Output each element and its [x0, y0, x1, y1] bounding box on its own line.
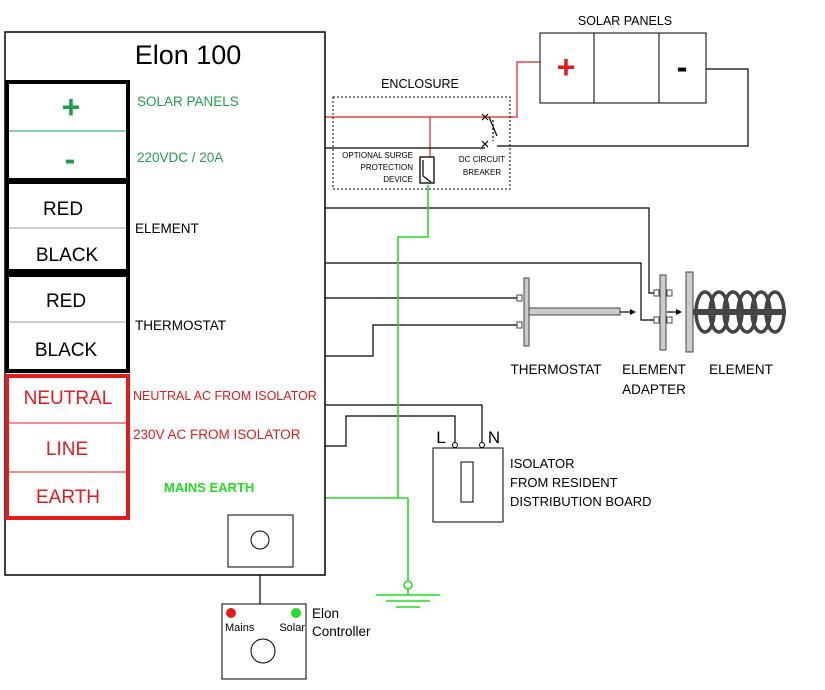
element-adapter: ELEMENT ADAPTER: [622, 274, 686, 397]
mains-led-icon: [226, 608, 236, 618]
solar-led-icon: [291, 608, 301, 618]
thermostat-terminal-block: [5, 273, 130, 373]
adapter-terminal: [666, 316, 673, 324]
terminal-solar-plus: +: [62, 89, 81, 125]
coil-loop: [764, 290, 786, 334]
terminal-solar-minus: -: [65, 141, 76, 177]
terminal-element-red: RED: [43, 199, 83, 220]
element-coil: [694, 290, 786, 334]
isolator-label-3: DISTRIBUTION BOARD: [510, 494, 652, 509]
unit-title: Elon 100: [135, 40, 242, 70]
solar-minus-terminal: -: [677, 49, 688, 85]
isolator: L N ISOLATOR FROM RESIDENT DISTRIBUTION …: [432, 428, 652, 523]
element-label: ELEMENT: [709, 362, 773, 377]
adapter-label-1: ELEMENT: [622, 362, 686, 377]
isolator-terminal-l: [452, 442, 458, 448]
terminal-thermo-black: BLACK: [35, 340, 98, 361]
surge-label-3: DEVICE: [383, 175, 413, 184]
thermostat-label: THERMOSTAT: [511, 362, 602, 377]
enclosure: ENCLOSURE OPTIONAL SURGE PROTECTION DEVI…: [332, 77, 511, 190]
label-vdc-rating: 220VDC / 20A: [137, 150, 223, 165]
arrow-icon: [630, 309, 636, 315]
thermostat-terminal: [516, 294, 523, 302]
ground-node: [403, 580, 413, 590]
coil-loop: [708, 290, 730, 334]
terminal-thermo-red: RED: [46, 291, 86, 312]
isolator-terminal-n: [479, 442, 485, 448]
solar-led-label: Solar: [279, 622, 305, 634]
adapter-terminal: [653, 289, 660, 297]
elon-unit: Elon 100 + - RED BLACK RED BLACK NEUTRAL…: [4, 31, 326, 576]
label-solar-panels: SOLAR PANELS: [137, 94, 239, 109]
controller-port-jack: [250, 530, 270, 550]
breaker-switch-arm: [488, 116, 498, 137]
solar-panels: SOLAR PANELS + -: [539, 14, 707, 104]
adapter-label-2: ADAPTER: [622, 382, 686, 397]
coil-loop: [750, 290, 772, 334]
wire-element-red: [128, 207, 655, 294]
ac-terminal-block: [5, 374, 130, 520]
isolator-l-label: L: [436, 428, 445, 447]
controller-knob[interactable]: [250, 638, 276, 664]
solar-panels-title: SOLAR PANELS: [578, 14, 672, 28]
isolator-switch: [460, 461, 474, 503]
controller-name-2: Controller: [312, 624, 371, 639]
dc-circuit-breaker: [481, 113, 498, 148]
terminal-neutral: NEUTRAL: [24, 388, 113, 409]
mains-led-label: Mains: [225, 622, 255, 634]
arrow-icon: [676, 309, 682, 315]
label-thermostat-wire: THERMOSTAT: [135, 318, 226, 333]
breaker-label-1: DC CIRCUIT: [459, 155, 505, 164]
terminal-element-black: BLACK: [36, 245, 99, 266]
surge-varistor-symbol: [422, 160, 432, 183]
adapter-body: [659, 274, 667, 351]
breaker-label-2: BREAKER: [463, 168, 501, 177]
enclosure-title: ENCLOSURE: [381, 77, 459, 91]
wire-element-black: [128, 262, 655, 321]
coil-loop: [722, 290, 744, 334]
heating-element: ELEMENT: [685, 271, 786, 377]
wire-labels: SOLAR PANELS 220VDC / 20A ELEMENT THERMO…: [133, 94, 317, 495]
controller-name-1: Elon: [312, 606, 339, 621]
solar-panel-box: [539, 32, 707, 104]
surge-label-1: OPTIONAL SURGE: [342, 151, 413, 160]
isolator-n-label: N: [488, 428, 500, 447]
thermostat-head: [523, 277, 530, 347]
isolator-label-1: ISOLATOR: [510, 456, 575, 471]
isolator-label-2: FROM RESIDENT: [510, 475, 618, 490]
solar-plus-terminal: +: [557, 49, 576, 85]
wire-surge-earth: [397, 185, 429, 498]
adapter-terminal: [666, 289, 673, 297]
coil-loop: [736, 290, 758, 334]
coil-loop: [694, 290, 716, 334]
label-neutral-wire: NEUTRAL AC FROM ISOLATOR: [133, 389, 317, 403]
thermostat-terminal: [516, 321, 523, 329]
label-mains-earth: MAINS EARTH: [164, 480, 254, 495]
label-line-wire: 230V AC FROM ISOLATOR: [133, 427, 301, 442]
wire-solar-plus: [128, 61, 540, 118]
element-terminal-block: [5, 180, 130, 273]
thermostat-rod: [528, 307, 621, 316]
breaker-contact-top: [481, 113, 489, 121]
surge-label-2: PROTECTION: [361, 163, 414, 172]
adapter-terminal: [653, 316, 660, 324]
terminal-earth: EARTH: [36, 487, 100, 508]
elon-controller: Mains Solar Elon Controller: [221, 603, 371, 680]
label-element-wire: ELEMENT: [135, 221, 199, 236]
earth-ground-icon: [376, 580, 440, 608]
terminal-line: LINE: [46, 439, 88, 460]
breaker-contact-bottom: [481, 140, 489, 148]
element-flange: [685, 271, 694, 353]
surge-protection-device: [419, 156, 435, 184]
enclosure-box: [332, 96, 511, 190]
thermostat: THERMOSTAT: [511, 277, 621, 377]
